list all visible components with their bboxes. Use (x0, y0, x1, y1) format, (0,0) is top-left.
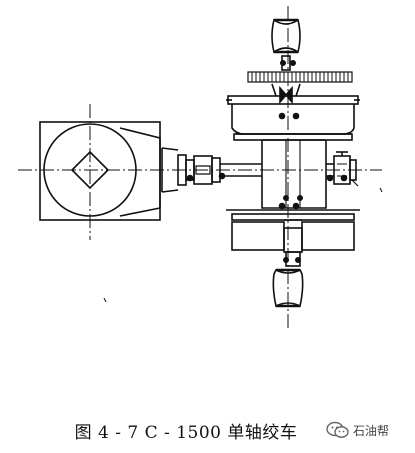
center-lines (18, 6, 382, 330)
figure-caption: 图 4 - 7 C - 1500 单轴绞车 (74, 423, 298, 443)
top-cathead (271, 18, 301, 71)
watermark: 石油帮 (326, 421, 389, 439)
watermark-text: 石油帮 (353, 423, 390, 438)
main-drum (261, 139, 327, 209)
sprocket (247, 71, 353, 83)
lower-flange (226, 202, 360, 253)
winch-diagram (18, 6, 383, 330)
wechat-logo-icon (326, 421, 349, 438)
gearbox-taper (119, 127, 161, 217)
brake-drum (226, 83, 360, 141)
right-coupling (326, 151, 359, 187)
motor-assembly (39, 121, 187, 221)
